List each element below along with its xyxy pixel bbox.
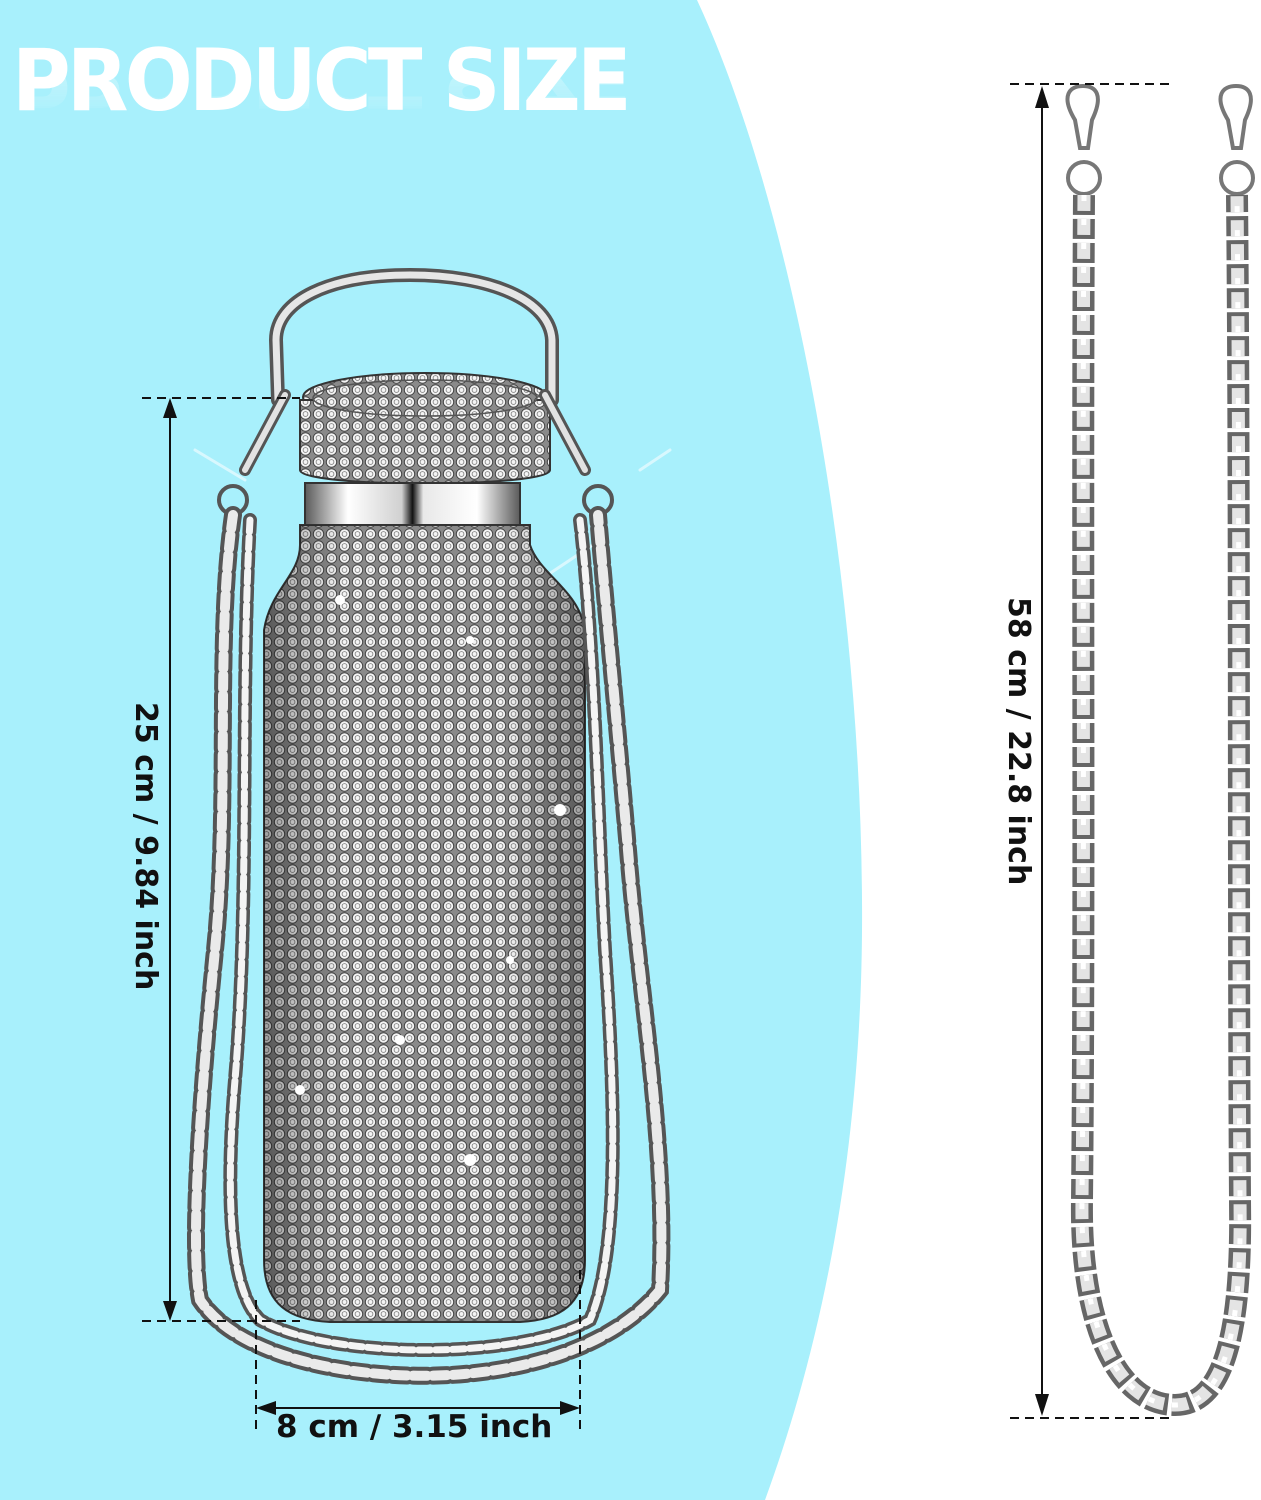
page-title: PRODUCT SIZE [12, 31, 632, 131]
arrow-down-icon [163, 1301, 177, 1321]
clasp-icon [1065, 83, 1100, 150]
clasp-icon [1218, 83, 1253, 150]
arrow-up-icon [1035, 86, 1049, 108]
arrow-down-icon [1035, 1394, 1049, 1416]
chain-length-label: 58 cm / 22.8 inch [1001, 597, 1036, 886]
arrow-left-icon [256, 1401, 276, 1415]
bottle-width-label: 8 cm / 3.15 inch [276, 1409, 553, 1445]
arrow-right-icon [560, 1401, 580, 1415]
arrow-up-icon [163, 398, 177, 418]
